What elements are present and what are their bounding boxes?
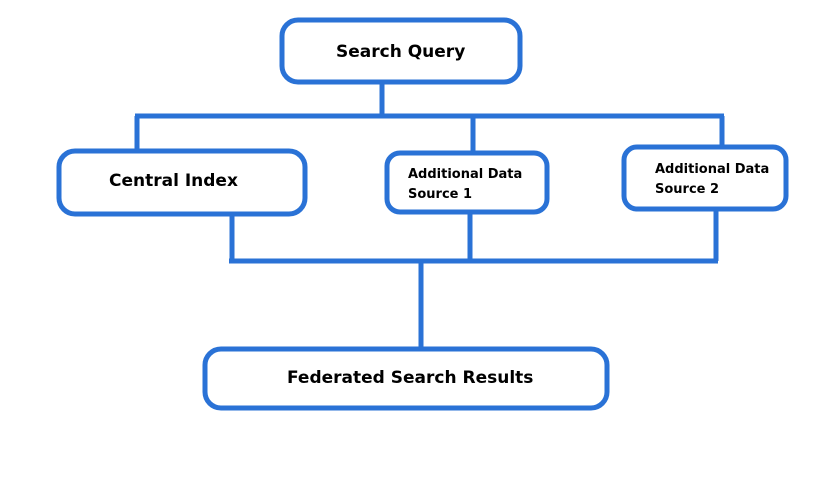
- node-source-2-box: [621, 144, 789, 212]
- node-central-index-label: Central Index: [109, 171, 238, 191]
- node-source-1-label: Additional Data Source 1: [408, 165, 522, 205]
- node-source-2-label-line-1: Additional Data: [655, 162, 770, 177]
- node-results-box: [202, 346, 610, 411]
- node-results-label: Federated Search Results: [287, 368, 534, 388]
- node-source-2-label: Additional Data Source 2: [655, 160, 769, 200]
- node-source-1-box: [384, 150, 550, 215]
- node-source-1-label-line-1: Additional Data: [408, 167, 523, 182]
- node-central-index-box: [56, 148, 308, 217]
- node-source-1-label-line-2: Source 1: [408, 187, 473, 202]
- node-source-2-label-line-2: Source 2: [655, 182, 720, 197]
- node-search-query-label: Search Query: [336, 42, 466, 62]
- node-search-query-box: [279, 17, 523, 85]
